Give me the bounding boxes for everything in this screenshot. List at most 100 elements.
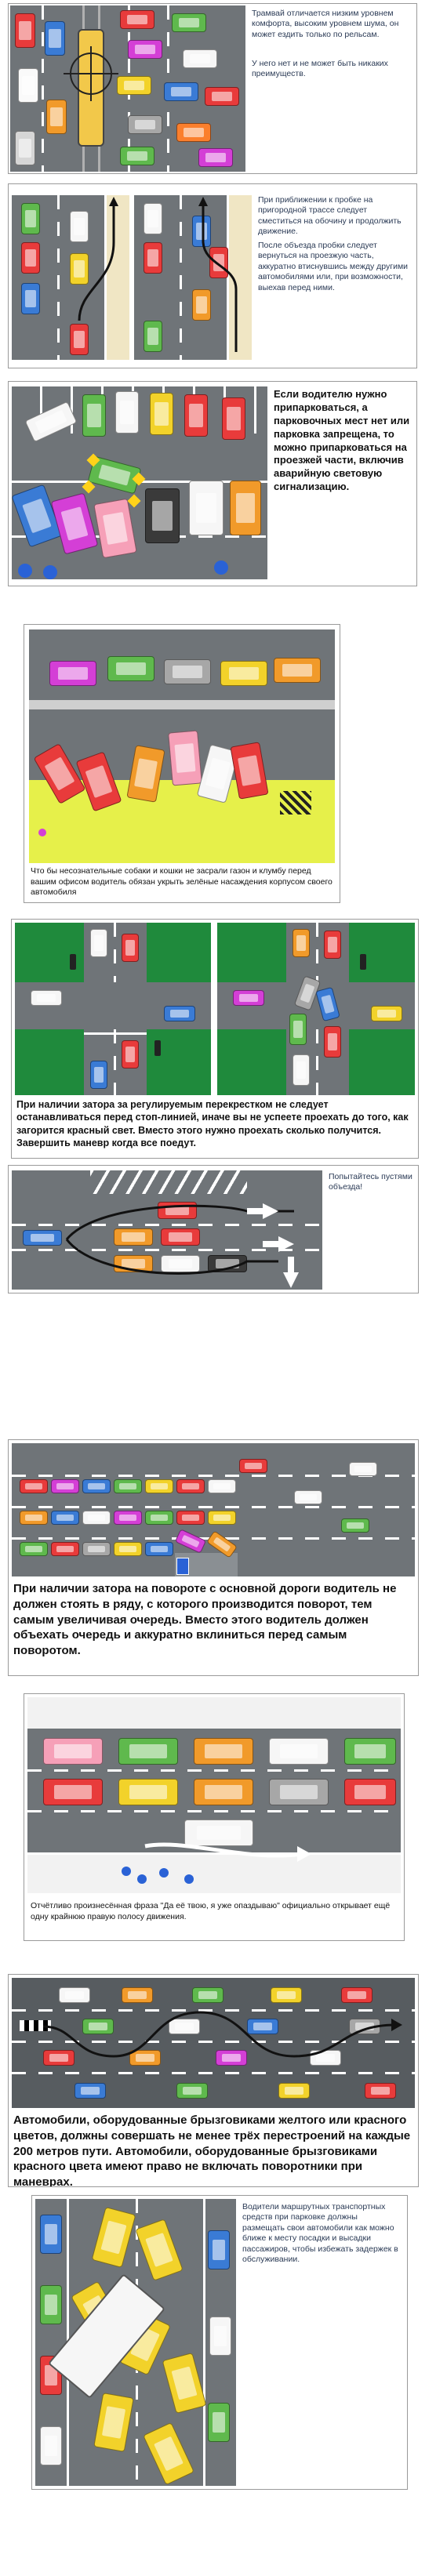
car (93, 2393, 134, 2452)
car (122, 1987, 153, 2003)
car (31, 990, 62, 1006)
panel-intersection: При наличии затора за регулируемым перек… (11, 919, 419, 1159)
panel-tram: Трамвай отличается низким уровнем комфор… (8, 3, 417, 174)
car (145, 1511, 173, 1525)
panel-mudflaps: Автомобили, оборудованные брызговиками ж… (8, 1974, 419, 2187)
car (90, 929, 107, 957)
car (46, 100, 67, 134)
tram-scene (10, 5, 245, 172)
merge-arrow-icon (198, 197, 238, 352)
car (74, 2083, 106, 2099)
car (82, 2019, 114, 2034)
car (176, 1479, 205, 1493)
car (20, 1542, 48, 1556)
car (208, 1255, 247, 1272)
intersection-scene-left (15, 923, 211, 1095)
car (122, 1040, 139, 1068)
car (208, 1511, 236, 1525)
car (176, 123, 211, 142)
panel-hazard-parking: Если водителю нужно припарковаться, а па… (8, 381, 417, 586)
car (15, 13, 35, 48)
intersection-text: При наличии затора за регулируемым перек… (16, 1099, 409, 1148)
car (51, 1511, 79, 1525)
detour-text: Попытайтесь пустями объезда! (329, 1172, 412, 1192)
car (365, 2083, 396, 2099)
car (40, 2215, 62, 2254)
car (145, 1479, 173, 1493)
car (349, 1462, 377, 1476)
car (51, 1479, 79, 1493)
car (341, 1518, 369, 1533)
tram-text-1: Трамвай отличается низким уровнем комфор… (252, 9, 399, 39)
car (176, 1511, 205, 1525)
car (120, 147, 154, 165)
late-phrase-text: Отчётливо произнесённая фраза "Да её тво… (31, 1901, 391, 1921)
car (21, 242, 40, 274)
minibus-scene (35, 2199, 236, 2486)
panel-turn-queue: При наличии затора на повороте с основно… (8, 1439, 419, 1676)
intersection-scene-right (217, 923, 415, 1095)
detour-scene (12, 1170, 322, 1290)
panel-shoulder: При приближении к пробке на пригородной … (8, 183, 417, 368)
car (45, 21, 65, 56)
car (70, 211, 89, 242)
car (18, 68, 38, 103)
swerve-arrow-icon (144, 1842, 311, 1862)
car (294, 1490, 322, 1504)
car (21, 283, 40, 314)
car (169, 2019, 200, 2034)
car (209, 2317, 231, 2356)
car (168, 730, 202, 786)
mudflaps-text: Автомобили, оборудованные брызговиками ж… (13, 2113, 411, 2187)
car (150, 393, 173, 435)
hazard-light-icon (127, 494, 141, 508)
car (120, 10, 154, 29)
car (176, 2083, 208, 2099)
car (122, 934, 139, 962)
panel-lawn: Что бы несознательные собаки и кошки не … (24, 624, 340, 903)
car (184, 394, 208, 437)
car (233, 990, 264, 1006)
car (161, 1255, 200, 1272)
traffic-light-icon (154, 1040, 161, 1056)
car (192, 1987, 224, 2003)
car (205, 87, 239, 106)
car (143, 2422, 194, 2486)
shoulder-text-2: После объезда пробки следует вернуться н… (258, 241, 409, 292)
car (164, 1006, 195, 1021)
lawn-scene (29, 629, 335, 863)
car (82, 394, 106, 437)
car (43, 1738, 103, 1765)
car (145, 488, 180, 543)
panel-detour: Попытайтесь пустями объезда! (8, 1165, 419, 1293)
car (162, 2353, 207, 2414)
car (293, 929, 310, 957)
car (269, 1738, 329, 1765)
car (222, 397, 245, 440)
car (43, 1779, 103, 1805)
car (145, 1542, 173, 1556)
car (128, 115, 162, 134)
car (183, 49, 217, 68)
car (114, 1228, 153, 1246)
car (15, 131, 35, 165)
car (118, 1738, 178, 1765)
car (293, 1054, 310, 1086)
car (198, 148, 233, 167)
car (40, 2285, 62, 2324)
car (82, 1542, 111, 1556)
car (70, 324, 89, 355)
car (51, 1542, 79, 1556)
car (91, 2207, 136, 2268)
car (49, 661, 96, 686)
hazard-parking-text: Если водителю нужно припарковаться, а па… (274, 388, 410, 493)
car (40, 2426, 62, 2465)
panel-minibus: Водители маршрутных транспортных средств… (31, 2195, 408, 2490)
car (164, 659, 211, 684)
car (115, 391, 139, 434)
car (341, 1987, 372, 2003)
car (271, 1987, 302, 2003)
car (269, 1779, 329, 1805)
car (129, 2050, 161, 2066)
car (93, 498, 137, 559)
